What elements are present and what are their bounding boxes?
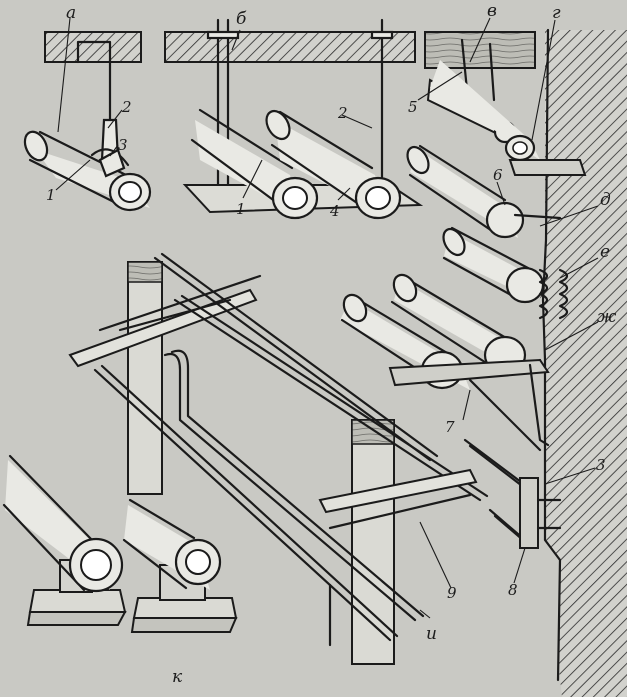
detail-a-hanger bbox=[23, 40, 152, 212]
detail-wall-clamps bbox=[463, 438, 562, 549]
label-5-v: 5 bbox=[408, 98, 418, 116]
label-3-a: 3 bbox=[118, 136, 128, 154]
label-6-d: 6 bbox=[493, 166, 503, 184]
label-2-a: 2 bbox=[121, 98, 132, 116]
leader-lines bbox=[55, 17, 599, 619]
label-g: г bbox=[552, 3, 561, 23]
label-2-b: 2 bbox=[337, 104, 348, 122]
ceiling-slab-a bbox=[44, 31, 142, 63]
label-1-a: 1 bbox=[46, 186, 56, 204]
label-b: б bbox=[236, 9, 247, 29]
detail-k-saddle-supports bbox=[2, 454, 238, 633]
label-zh: ж bbox=[597, 307, 617, 327]
right-wall bbox=[540, 28, 627, 697]
label-9-i: 9 bbox=[447, 584, 457, 602]
label-v: в bbox=[487, 1, 497, 21]
detail-e-spring-support bbox=[442, 226, 569, 320]
label-d: д bbox=[600, 190, 611, 210]
label-i: и bbox=[426, 624, 437, 644]
label-k: к bbox=[172, 667, 183, 687]
label-3-wall: 3 bbox=[596, 456, 606, 474]
label-a: а bbox=[66, 3, 76, 23]
label-4-b: 4 bbox=[329, 202, 340, 220]
label-1-b: 1 bbox=[236, 200, 246, 218]
detail-g-wall-bracket bbox=[430, 60, 587, 176]
detail-i-post-supports bbox=[68, 252, 489, 665]
label-e: е bbox=[600, 242, 610, 262]
detail-b-double-hanger bbox=[182, 18, 424, 220]
ceiling-beam-v bbox=[424, 31, 536, 69]
label-7-zh: 7 bbox=[445, 418, 455, 436]
detail-d-pipe bbox=[406, 144, 562, 239]
detail-zh-wall-bracket bbox=[340, 273, 550, 452]
label-8-wall: 8 bbox=[508, 581, 518, 599]
